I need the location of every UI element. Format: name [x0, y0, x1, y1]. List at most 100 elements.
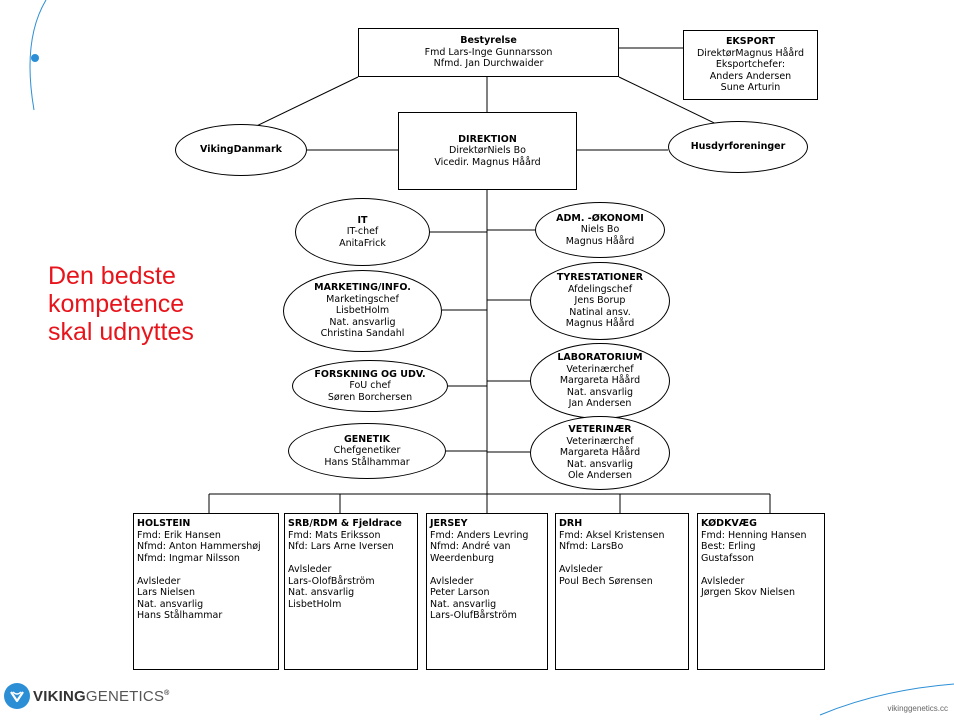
breed-line: Nfmd: Anton Hammershøj [137, 541, 261, 552]
node-husdyrforeninger: Husdyrforeninger [668, 121, 808, 173]
node-genetik: GENETIK Chefgenetiker Hans Stålhammar [288, 423, 446, 479]
breed-line [430, 564, 544, 576]
breed-title: HOLSTEIN [137, 518, 191, 529]
node-line: Nat. ansvarlig [329, 316, 396, 328]
node-line: Veterinærchef [566, 435, 634, 447]
node-line: Hans Stålhammar [324, 456, 410, 468]
breed-box-jersey: JERSEY Fmd: Anders Levring Nfmd: André v… [426, 513, 548, 670]
node-line: Niels Bo [580, 224, 620, 236]
breed-title: JERSEY [430, 518, 468, 529]
node-title: VETERINÆR [568, 424, 632, 436]
node-title: MARKETING/INFO. [314, 282, 411, 294]
node-veterinaer: VETERINÆR Veterinærchef Margareta Håård … [530, 416, 670, 490]
breed-line: Lars-OlofBårström [288, 575, 375, 587]
breed-line: Nat. ansvarlig [288, 587, 355, 598]
breed-line: Avlsleder [430, 575, 474, 587]
node-forskning: FORSKNING OG UDV. FoU chef Søren Borcher… [292, 360, 448, 412]
breed-line: Lars Nielsen [137, 587, 196, 598]
node-title: Husdyrforeninger [690, 141, 786, 153]
breed-title: DRH [559, 518, 583, 529]
left-arc-dot [31, 54, 39, 62]
node-title: DIREKTION [458, 133, 517, 145]
breed-box-srb: SRB/RDM & Fjeldrace Fmd: Mats Eriksson N… [284, 513, 418, 670]
node-bestyrelse: Bestyrelse Fmd Lars-Inge Gunnarsson Nfmd… [358, 28, 619, 77]
breed-line: Avlsleder [137, 575, 181, 587]
breed-line: Avlsleder [288, 564, 332, 575]
node-line: Chefgenetiker [333, 445, 401, 457]
node-title: EKSPORT [725, 36, 776, 48]
node-line: Magnus Håård [565, 235, 635, 247]
node-title: IT [357, 214, 368, 226]
logo-word-2: GENETICS [85, 687, 165, 705]
tagline: Den bedste kompetence skal udnyttes [48, 262, 194, 346]
node-title: VikingDanmark [200, 144, 282, 156]
node-line: Eksportchefer: [715, 59, 786, 71]
node-line: Natinal ansv. [569, 306, 631, 318]
node-line: Anders Andersen [709, 70, 792, 82]
node-line: AnitaFrick [339, 237, 386, 249]
breed-line [559, 553, 685, 565]
breed-line [288, 553, 414, 565]
node-line: Margareta Håård [559, 447, 641, 459]
node-line: Nfmd. Jan Durchwaider [433, 58, 544, 70]
viking-helmet-icon [4, 683, 30, 709]
breed-box-holstein: HOLSTEIN Fmd: Erik Hansen Nfmd: Anton Ha… [133, 513, 279, 670]
node-line: DirektørNiels Bo [449, 145, 526, 157]
node-line: FoU chef [349, 380, 391, 392]
breed-title: KØDKVÆG [701, 518, 757, 529]
node-line: Christina Sandahl [320, 328, 405, 340]
node-adm-okonomi: ADM. -ØKONOMI Niels Bo Magnus Håård [535, 202, 665, 258]
node-tyrestationer: TYRESTATIONER Afdelingschef Jens Borup N… [530, 262, 670, 340]
breed-line: Avlsleder [559, 564, 603, 575]
node-direktion: DIREKTION DirektørNiels Bo Vicedir. Magn… [398, 112, 577, 190]
node-line: Marketingschef [326, 293, 399, 305]
breed-line: Fmd: Mats Eriksson [288, 529, 381, 541]
node-line: Nat. ansvarlig [566, 458, 634, 470]
left-arc [29, 0, 47, 111]
node-line: Jan Andersen [568, 398, 632, 410]
breed-line: Fmd: Henning Hansen [701, 529, 807, 541]
node-line: Sune Arturin [720, 82, 781, 94]
breed-line: Poul Bech Sørensen [559, 575, 653, 587]
breed-line: Nfmd: LarsBo [559, 541, 624, 552]
node-line: Magnus Håård [565, 318, 635, 330]
node-title: FORSKNING OG UDV. [314, 368, 426, 380]
node-line: Søren Borchersen [327, 391, 413, 403]
node-line: Fmd Lars-Inge Gunnarsson [424, 46, 553, 58]
breed-line: Fmd: Erik Hansen [137, 529, 221, 541]
breed-line: Lars-OlufBårström [430, 610, 517, 621]
node-line: Afdelingschef [567, 283, 633, 295]
breed-line: Nfmd: André van [430, 541, 511, 552]
bottom-right-arc [819, 683, 954, 716]
breed-line: LisbetHolm [288, 598, 342, 610]
breed-line: Gustafsson [701, 552, 754, 564]
tagline-line: skal udnyttes [48, 318, 194, 346]
node-title: GENETIK [343, 433, 391, 445]
breed-line: Peter Larson [430, 587, 490, 598]
node-title: LABORATORIUM [557, 352, 643, 364]
node-line: Jens Borup [574, 295, 626, 307]
node-it: IT IT-chef AnitaFrick [295, 198, 430, 266]
node-title: ADM. -ØKONOMI [556, 212, 644, 224]
vikinggenetics-logo: VIKINGGENETICS® [4, 683, 170, 709]
breed-line: Hans Stålhammar [137, 610, 223, 621]
node-line: Margareta Håård [559, 375, 641, 387]
logo-wordmark: VIKINGGENETICS® [33, 688, 170, 705]
website-url: vikinggenetics.cc [887, 704, 948, 713]
node-title: Bestyrelse [460, 35, 517, 47]
node-viking-danmark: VikingDanmark [175, 124, 307, 176]
node-marketing: MARKETING/INFO. Marketingschef LisbetHol… [283, 270, 442, 352]
breed-line: Nfd: Lars Arne Iversen [288, 541, 394, 552]
breed-line: Weerdenburg [430, 552, 494, 564]
logo-word-1: VIKING [33, 687, 86, 705]
node-laboratorium: LABORATORIUM Veterinærchef Margareta Håå… [530, 343, 670, 419]
node-line: Nat. ansvarlig [566, 386, 634, 398]
breed-line: Jørgen Skov Nielsen [701, 587, 795, 598]
breed-line: Nfmd: Ingmar Nilsson [137, 552, 240, 564]
breed-line: Fmd: Anders Levring [430, 529, 529, 541]
node-line: LisbetHolm [335, 305, 390, 317]
tagline-line: kompetence [48, 290, 185, 318]
